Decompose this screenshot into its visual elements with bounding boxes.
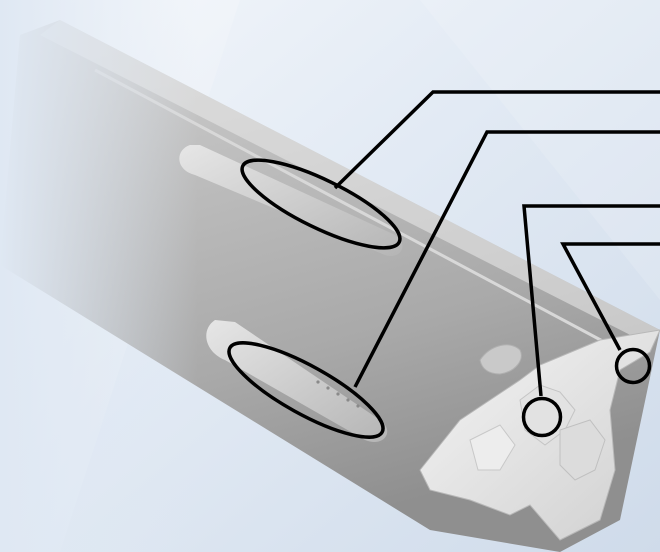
cutaway-diagram xyxy=(0,0,660,552)
diagram-canvas xyxy=(0,0,660,552)
